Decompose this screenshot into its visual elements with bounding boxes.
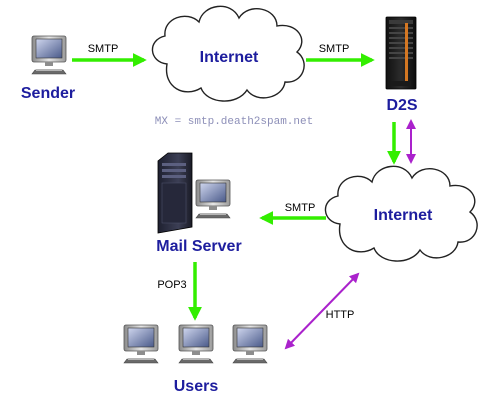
edge-label-sender-smtp: SMTP (88, 43, 119, 55)
d2s-server-rack-icon (385, 16, 417, 90)
mail-server-monitor-icon (195, 179, 231, 219)
edge-label-mailserver-smtp: SMTP (285, 202, 316, 214)
sender-label: Sender (21, 85, 75, 102)
edge-label-http: HTTP (326, 309, 355, 321)
user-computer-3-icon (232, 324, 268, 364)
mail-server-label: Mail Server (156, 238, 241, 255)
arrow-users-internet-http (284, 272, 360, 350)
internet-bottom-label: Internet (374, 207, 433, 224)
user-computer-2-icon (178, 324, 214, 364)
edge-label-pop3: POP3 (157, 279, 186, 291)
mx-record-text: MX = smtp.death2spam.net (155, 116, 313, 128)
sender-computer-icon (31, 35, 67, 75)
edge-label-d2s-smtp: SMTP (319, 43, 350, 55)
mail-server-tower-icon (157, 152, 193, 234)
d2s-label: D2S (386, 97, 417, 114)
user-computer-1-icon (123, 324, 159, 364)
internet-top-label: Internet (200, 49, 259, 66)
users-label: Users (174, 378, 219, 395)
